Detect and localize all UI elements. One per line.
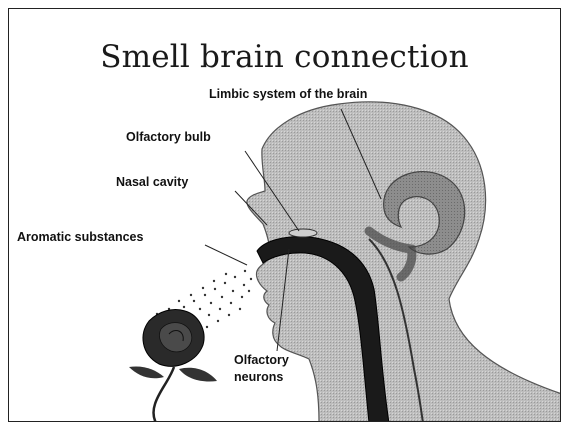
label-olfactory-neurons-line2: neurons (234, 370, 283, 384)
head-silhouette (247, 102, 561, 422)
label-nasal-cavity: Nasal cavity (116, 175, 188, 189)
page-title: Smell brain connection (9, 39, 560, 75)
olfactory-bulb (289, 229, 317, 237)
label-olfactory-neurons-line1: Olfactory (234, 353, 289, 367)
label-aromatic-substances: Aromatic substances (17, 230, 143, 244)
label-limbic-system: Limbic system of the brain (209, 87, 367, 101)
diagram-slide: Smell brain connection Limbic system of … (8, 8, 561, 422)
rose-flower (129, 309, 217, 422)
label-olfactory-bulb: Olfactory bulb (126, 130, 211, 144)
